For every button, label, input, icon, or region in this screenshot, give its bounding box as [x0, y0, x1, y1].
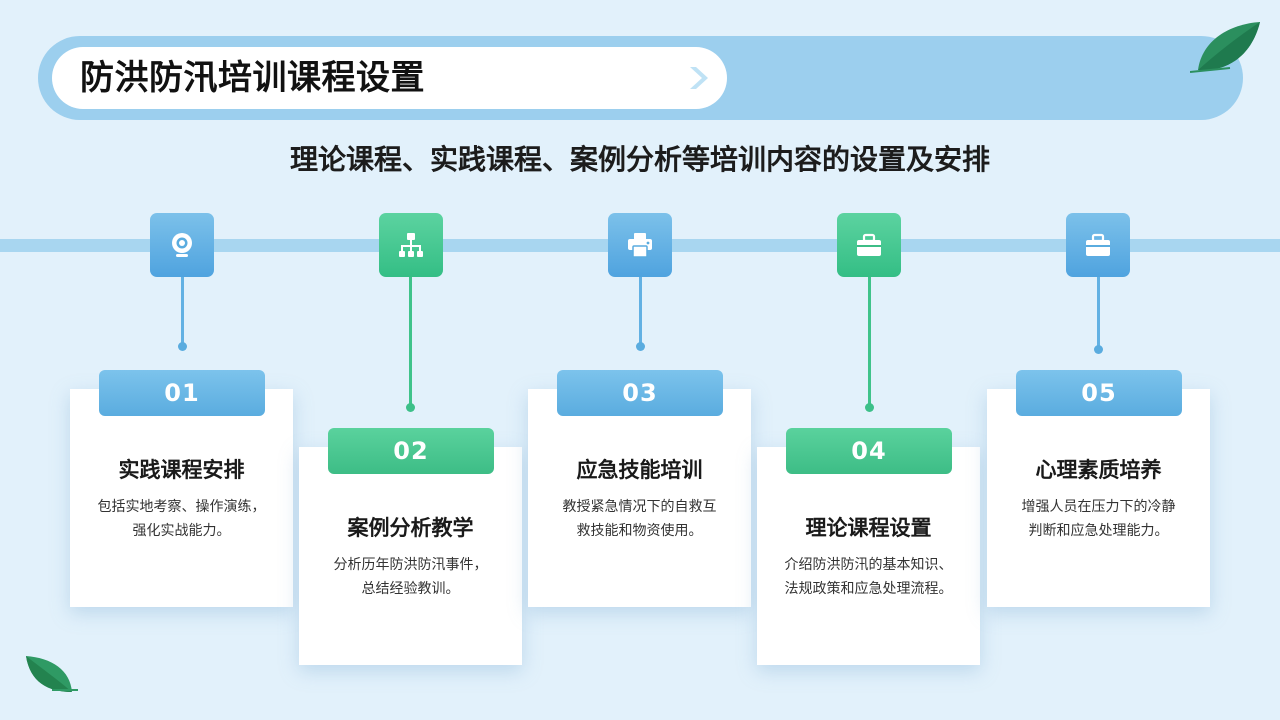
step-3-dot — [636, 342, 645, 351]
step-2-title: 案例分析教学 — [299, 513, 522, 543]
step-2-desc-line-1: 分析历年防洪防汛事件， — [311, 553, 510, 577]
leaf-icon — [22, 652, 78, 698]
step-4-desc-line-1: 介绍防洪防汛的基本知识、 — [769, 553, 968, 577]
step-3-connector — [639, 277, 642, 343]
chevron-right-icon — [682, 62, 714, 94]
step-2-number: 02 — [328, 428, 494, 474]
step-4-dot — [865, 403, 874, 412]
toolbox-icon — [854, 230, 884, 260]
step-3-desc-line-1: 教授紧急情况下的自救互 — [540, 495, 739, 519]
step-2-connector — [409, 277, 412, 404]
step-1-desc-line-2: 强化实战能力。 — [82, 519, 281, 543]
step-5-number: 05 — [1016, 370, 1182, 416]
sitemap-icon — [396, 230, 426, 260]
step-5-dot — [1094, 345, 1103, 354]
printer-icon — [625, 230, 655, 260]
leaf-icon — [1190, 20, 1262, 86]
step-3-title: 应急技能培训 — [528, 455, 751, 485]
step-3-card: 应急技能培训 教授紧急情况下的自救互 救技能和物资使用。 — [528, 389, 751, 607]
step-5-desc-line-2: 判断和应急处理能力。 — [999, 519, 1198, 543]
step-2-icon-box — [379, 213, 443, 277]
step-4-connector — [868, 277, 871, 404]
step-5-desc-line-1: 增强人员在压力下的冷静 — [999, 495, 1198, 519]
step-2-dot — [406, 403, 415, 412]
step-1-desc-line-1: 包括实地考察、操作演练， — [82, 495, 281, 519]
step-1-card: 实践课程安排 包括实地考察、操作演练， 强化实战能力。 — [70, 389, 293, 607]
step-5-connector — [1097, 277, 1100, 347]
camera-icon — [167, 230, 197, 260]
step-4-number: 04 — [786, 428, 952, 474]
step-4-title: 理论课程设置 — [757, 513, 980, 543]
step-4-icon-box — [837, 213, 901, 277]
step-1-number: 01 — [99, 370, 265, 416]
step-4-desc-line-2: 法规政策和应急处理流程。 — [769, 577, 968, 601]
step-5-icon-box — [1066, 213, 1130, 277]
step-5-title: 心理素质培养 — [987, 455, 1210, 485]
page-title: 防洪防汛培训课程设置 — [80, 54, 425, 102]
step-3-icon-box — [608, 213, 672, 277]
step-2-desc-line-2: 总结经验教训。 — [311, 577, 510, 601]
step-1-title: 实践课程安排 — [70, 455, 293, 485]
toolbox-icon — [1083, 230, 1113, 260]
page-subtitle: 理论课程、实践课程、案例分析等培训内容的设置及安排 — [0, 138, 1280, 182]
step-2-card: 案例分析教学 分析历年防洪防汛事件， 总结经验教训。 — [299, 447, 522, 665]
step-4-card: 理论课程设置 介绍防洪防汛的基本知识、 法规政策和应急处理流程。 — [757, 447, 980, 665]
step-5-card: 心理素质培养 增强人员在压力下的冷静 判断和应急处理能力。 — [987, 389, 1210, 607]
step-3-number: 03 — [557, 370, 723, 416]
step-1-connector — [181, 277, 184, 343]
step-1-icon-box — [150, 213, 214, 277]
step-3-desc-line-2: 救技能和物资使用。 — [540, 519, 739, 543]
step-1-dot — [178, 342, 187, 351]
